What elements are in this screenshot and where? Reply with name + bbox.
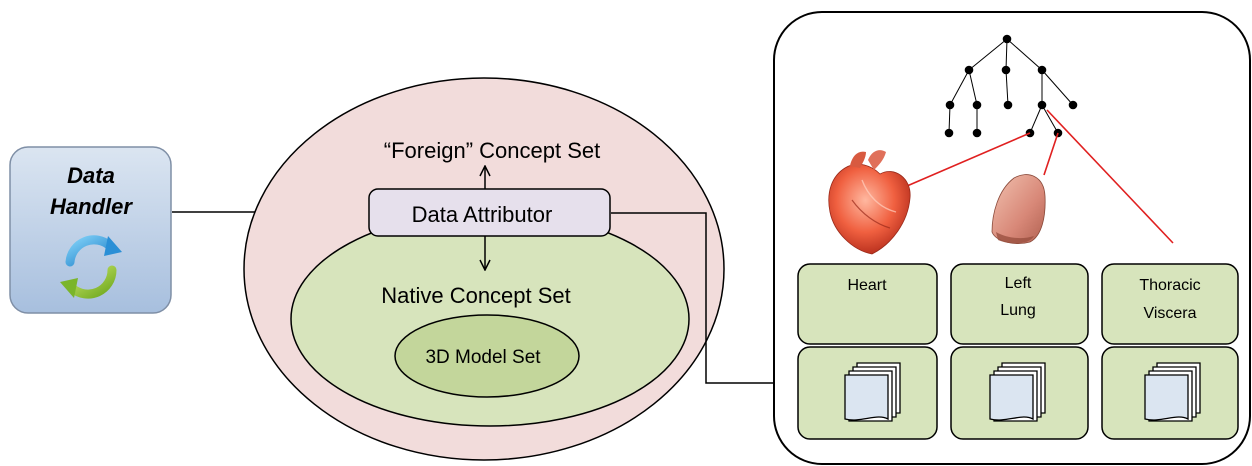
organ-box-thoracic-viscera — [1101, 263, 1239, 345]
ontology-links — [906, 109, 1174, 244]
native-concept-set-label: Native Concept Set — [381, 283, 571, 308]
document-stack-icon — [1144, 362, 1201, 422]
organ-label-thoracic-viscera-line2: Viscera — [1143, 305, 1196, 322]
viscera-link — [1046, 109, 1174, 244]
organ-label-heart: Heart — [847, 277, 887, 294]
data-attributor-box — [368, 188, 611, 237]
data-handler-box: Data Handler — [9, 146, 172, 314]
organ-box-heart — [797, 263, 938, 345]
data-handler-label-line1: Data — [67, 163, 115, 188]
data-attributor-label: Data Attributor — [412, 202, 553, 227]
attributor-to-panel-connector — [611, 212, 795, 383]
data-handler-label-line2: Handler — [50, 194, 133, 219]
lung-organ-image — [991, 174, 1046, 244]
heart-link — [906, 132, 1031, 187]
heart-organ-image — [828, 150, 911, 255]
refresh-cycle-icon — [60, 235, 122, 299]
model-set-ellipse — [394, 314, 580, 398]
lung-link — [1043, 132, 1059, 176]
organ-box-left-lung — [950, 263, 1089, 345]
organ-label-left-lung-line1: Left — [1005, 275, 1032, 292]
ontology-tree — [944, 34, 1078, 138]
model-set-label: 3D Model Set — [425, 347, 541, 368]
organ-label-thoracic-viscera-line1: Thoracic — [1139, 277, 1200, 294]
document-stack-icon — [989, 362, 1046, 422]
organ-label-left-lung-line2: Lung — [1000, 302, 1036, 319]
document-stack-icon — [844, 362, 901, 422]
foreign-concept-set-label: “Foreign” Concept Set — [384, 138, 600, 163]
